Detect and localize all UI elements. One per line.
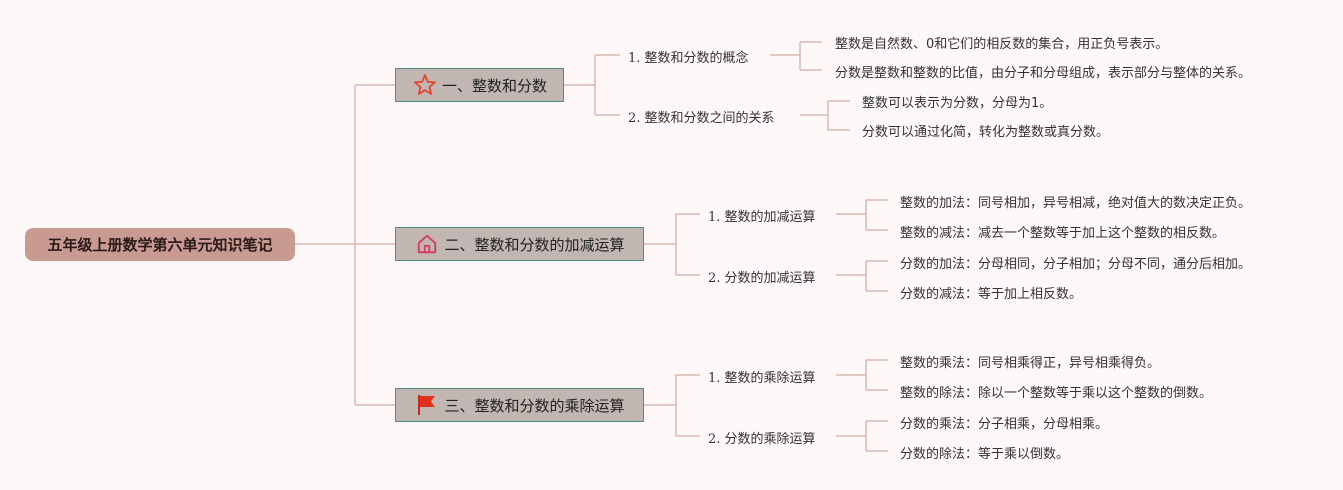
topic-node-3[interactable]: 三、整数和分数的乘除运算 — [395, 388, 644, 422]
root-label: 五年级上册数学第六单元知识笔记 — [47, 236, 273, 254]
star-icon — [412, 72, 438, 98]
topic-label: 三、整数和分数的乘除运算 — [444, 396, 625, 415]
leaf-node[interactable]: 分数的减法：等于加上相反数。 — [900, 287, 1083, 302]
leaf-node[interactable]: 分数的加法：分母相同，分子相加；分母不同，通分后相加。 — [900, 257, 1252, 272]
leaf-node[interactable]: 整数的减法：减去一个整数等于加上这个整数的相反数。 — [900, 226, 1226, 241]
subtopic-node[interactable]: 2. 分数的加减运算 — [708, 271, 816, 286]
leaf-node[interactable]: 整数的除法：除以一个整数等于乘以这个整数的倒数。 — [900, 386, 1213, 401]
topic-node-2[interactable]: 二、整数和分数的加减运算 — [395, 227, 644, 261]
subtopic-node[interactable]: 1. 整数的加减运算 — [708, 210, 816, 225]
subtopic-node[interactable]: 1. 整数和分数的概念 — [628, 51, 749, 66]
flag-icon — [414, 392, 440, 418]
leaf-node[interactable]: 分数的除法：等于乘以倒数。 — [900, 447, 1070, 462]
leaf-node[interactable]: 整数的加法：同号相加，异号相减，绝对值大的数决定正负。 — [900, 196, 1252, 211]
subtopic-node[interactable]: 2. 分数的乘除运算 — [708, 432, 816, 447]
leaf-node[interactable]: 分数是整数和整数的比值，由分子和分母组成，表示部分与整体的关系。 — [835, 66, 1252, 81]
leaf-node[interactable]: 分数可以通过化简，转化为整数或真分数。 — [862, 125, 1110, 140]
topic-node-1[interactable]: 一、整数和分数 — [395, 68, 564, 102]
leaf-node[interactable]: 整数的乘法：同号相乘得正，异号相乘得负。 — [900, 356, 1161, 371]
leaf-node[interactable]: 整数可以表示为分数，分母为1。 — [862, 96, 1053, 111]
house-icon — [414, 231, 440, 257]
subtopic-node[interactable]: 2. 整数和分数之间的关系 — [628, 111, 775, 126]
leaf-node[interactable]: 分数的乘法：分子相乘，分母相乘。 — [900, 417, 1109, 432]
root-node[interactable]: 五年级上册数学第六单元知识笔记 — [25, 228, 295, 261]
subtopic-node[interactable]: 1. 整数的乘除运算 — [708, 371, 816, 386]
topic-label: 二、整数和分数的加减运算 — [444, 235, 625, 254]
leaf-node[interactable]: 整数是自然数、0和它们的相反数的集合，用正负号表示。 — [835, 37, 1169, 52]
topic-label: 一、整数和分数 — [441, 76, 547, 95]
